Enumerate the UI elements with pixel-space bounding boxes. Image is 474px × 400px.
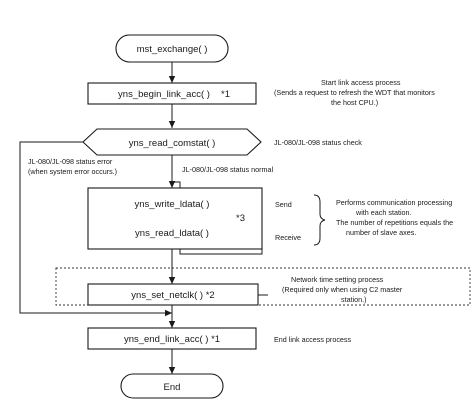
comstat-decision (82, 128, 262, 156)
net-time-note-line2: (Required only when using C2 master (282, 285, 403, 294)
error-branch-line (19, 141, 172, 317)
status-error-note-line2: (when system error occurs.) (28, 167, 117, 176)
start-link-desc-line1: (Sends a request to refresh the WDT that… (274, 88, 435, 97)
end-link-label: yns_end_link_acc( ) *1 (124, 334, 220, 345)
comm-note-line4: number of slave axes. (346, 228, 416, 237)
net-time-note-line1: Network time setting process (291, 275, 384, 284)
end-terminal-label: End (164, 382, 181, 393)
send-label: Send (275, 200, 292, 209)
end-terminal (120, 373, 224, 399)
status-check-note: JL-080/JL-098 status check (274, 138, 362, 147)
begin-link-process (87, 82, 257, 105)
status-normal-note: JL-080/JL-098 status normal (182, 165, 273, 174)
begin-link-label: yns_begin_link_acc( ) (118, 89, 210, 100)
comstat-decision-label: yns_read_comstat( ) (129, 138, 216, 149)
communication-brace (313, 194, 326, 246)
receive-label: Receive (275, 233, 301, 242)
start-terminal-label: mst_exchange( ) (137, 44, 208, 55)
start-terminal (115, 34, 229, 63)
comm-note-line2: with each station. (355, 208, 412, 217)
end-link-note: End link access process (274, 335, 352, 344)
read-ldata-label: yns_read_ldata( ) (135, 228, 209, 239)
start-link-desc-line2: the host CPU.) (331, 98, 378, 107)
write-ldata-label: yns_write_ldata( ) (135, 199, 210, 210)
comm-note-line1: Performs communication processing (336, 198, 452, 207)
status-error-note-line1: JL-080/JL-098 status error (28, 157, 113, 166)
ldata-process-block (87, 187, 263, 250)
comm-note-line3: The number of repetitions equals the (336, 218, 453, 227)
set-netclk-label: yns_set_netclk( ) *2 (131, 290, 214, 301)
ldata-note-ref: *3 (236, 213, 245, 224)
end-link-process (87, 327, 257, 350)
start-link-title: Start link access process (321, 78, 401, 87)
net-time-note-line3: station.) (341, 295, 367, 304)
begin-link-note-ref: *1 (221, 89, 230, 100)
net-time-dashed-region (55, 267, 471, 306)
set-netclk-process (87, 283, 259, 306)
